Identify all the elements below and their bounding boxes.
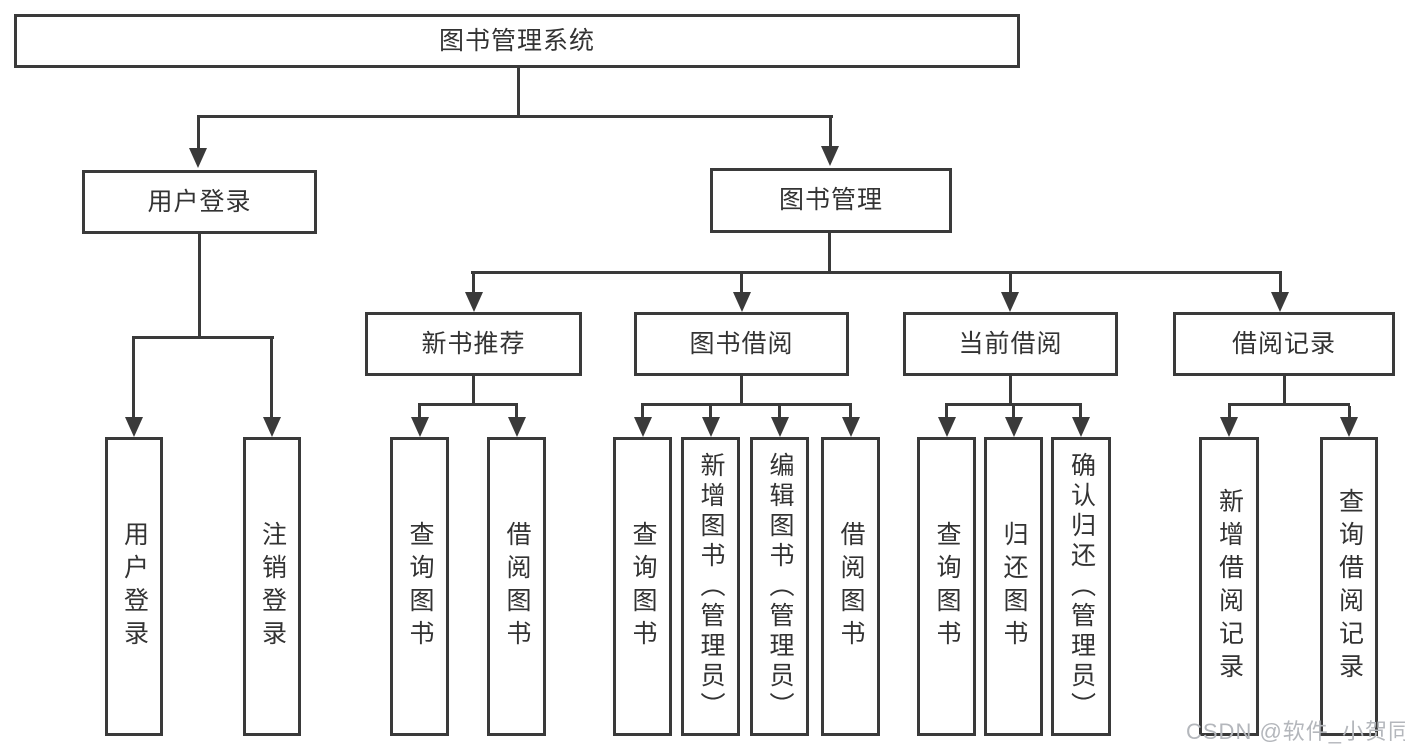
connector-records-child1: [1228, 406, 1231, 419]
arrowhead-borrowing-child2-icon: [702, 417, 720, 437]
node-user-login-label: 用户登录: [147, 187, 252, 216]
connector-recommend-child2: [515, 406, 518, 419]
connector-book-management-down: [828, 233, 831, 274]
arrowhead-to-book-management-icon: [821, 146, 839, 166]
arrowhead-to-new-book-recommend-icon: [465, 292, 483, 312]
connector-current-branch: [945, 403, 1082, 406]
leaf-user-login-label: 用户登录: [120, 520, 149, 653]
connector-records-child2: [1348, 406, 1351, 419]
leaf-add-books-admin: 新增图书（管理员）: [681, 437, 740, 736]
node-library-system-label: 图书管理系统: [438, 26, 595, 55]
arrowhead-to-borrowing-records-icon: [1271, 292, 1289, 312]
leaf-return-books-label: 归还图书: [1000, 520, 1028, 653]
arrowhead-borrowing-child3-icon: [771, 417, 789, 437]
leaf-borrow-books-recommend-label: 借阅图书: [503, 520, 531, 653]
connector-current-child1: [945, 406, 948, 419]
leaf-query-borrow-record: 查询借阅记录: [1320, 437, 1378, 736]
arrowhead-current-child2-icon: [1005, 417, 1023, 437]
connector-user-login-down: [198, 234, 201, 339]
connector-to-leaf-user-login: [132, 336, 135, 419]
node-book-management: 图书管理: [710, 168, 952, 233]
connector-records-down: [1283, 376, 1286, 406]
node-borrowing-records-label: 借阅记录: [1231, 329, 1336, 358]
leaf-confirm-return-admin: 确认归还（管理员）: [1051, 437, 1111, 736]
arrowhead-current-child3-icon: [1072, 417, 1090, 437]
leaf-query-books-recommend-label: 查询图书: [406, 520, 434, 653]
connector-recommend-branch: [418, 403, 518, 406]
arrowhead-borrowing-child1-icon: [634, 417, 652, 437]
arrowhead-recommend-child2-icon: [508, 417, 526, 437]
leaf-query-books-current: 查询图书: [917, 437, 976, 736]
connector-to-borrowing-records: [1279, 274, 1282, 292]
node-new-book-recommend: 新书推荐: [365, 312, 582, 376]
node-book-borrowing: 图书借阅: [634, 312, 849, 376]
arrowhead-current-child1-icon: [938, 417, 956, 437]
leaf-edit-books-admin: 编辑图书（管理员）: [750, 437, 809, 736]
arrowhead-records-child1-icon: [1220, 417, 1238, 437]
leaf-edit-books-admin-label: 编辑图书（管理员）: [766, 451, 794, 722]
connector-to-new-book-recommend: [472, 274, 475, 292]
node-current-borrowing-label: 当前借阅: [958, 329, 1063, 358]
leaf-query-books-borrowing-label: 查询图书: [629, 520, 657, 653]
connector-borrowing-down: [740, 376, 743, 406]
connector-recommend-down: [472, 376, 475, 406]
arrowhead-to-book-borrowing-icon: [733, 292, 751, 312]
connector-borrowing-child1: [641, 406, 644, 419]
connector-recommend-child1: [418, 406, 421, 419]
connector-current-child2: [1012, 406, 1015, 419]
connector-book-management-branch: [471, 271, 1282, 274]
leaf-borrow-books-recommend: 借阅图书: [487, 437, 546, 736]
connector-to-leaf-logout: [270, 336, 273, 419]
connector-borrowing-child3: [778, 406, 781, 419]
leaf-return-books: 归还图书: [984, 437, 1043, 736]
leaf-borrow-books-label: 借阅图书: [837, 520, 865, 653]
connector-to-book-borrowing: [740, 274, 743, 292]
connector-to-current-borrowing: [1009, 274, 1012, 292]
leaf-query-books-borrowing: 查询图书: [613, 437, 672, 736]
node-borrowing-records: 借阅记录: [1173, 312, 1395, 376]
connector-to-user-login: [197, 115, 200, 150]
arrowhead-to-current-borrowing-icon: [1001, 292, 1019, 312]
node-user-login: 用户登录: [82, 170, 317, 234]
arrowhead-records-child2-icon: [1340, 417, 1358, 437]
leaf-add-borrow-record: 新增借阅记录: [1199, 437, 1259, 736]
arrowhead-to-leaf-user-login-icon: [125, 417, 143, 437]
node-new-book-recommend-label: 新书推荐: [421, 329, 526, 358]
leaf-add-borrow-record-label: 新增借阅记录: [1215, 487, 1244, 686]
leaf-confirm-return-admin-label: 确认归还（管理员）: [1067, 451, 1096, 722]
connector-current-child3: [1079, 406, 1082, 419]
connector-to-book-management: [829, 115, 832, 148]
node-book-borrowing-label: 图书借阅: [689, 329, 794, 358]
connector-root-down: [517, 68, 520, 118]
leaf-query-books-current-label: 查询图书: [933, 520, 961, 653]
connector-user-login-branch: [132, 336, 274, 339]
leaf-logout: 注销登录: [243, 437, 301, 736]
leaf-borrow-books: 借阅图书: [821, 437, 880, 736]
leaf-logout-label: 注销登录: [258, 520, 287, 653]
arrowhead-to-user-login-icon: [189, 148, 207, 168]
arrowhead-to-leaf-logout-icon: [263, 417, 281, 437]
watermark: CSDN @软件_小贺同学: [1186, 719, 1405, 744]
arrowhead-recommend-child1-icon: [411, 417, 429, 437]
connector-borrowing-child2: [709, 406, 712, 419]
leaf-add-books-admin-label: 新增图书（管理员）: [697, 451, 725, 722]
connector-borrowing-child4: [849, 406, 852, 419]
arrowhead-borrowing-child4-icon: [842, 417, 860, 437]
leaf-user-login: 用户登录: [105, 437, 163, 736]
node-book-management-label: 图书管理: [778, 186, 883, 214]
connector-current-down: [1009, 376, 1012, 406]
connector-root-branch: [197, 115, 833, 118]
node-current-borrowing: 当前借阅: [903, 312, 1118, 376]
connector-borrowing-branch: [641, 403, 852, 406]
node-library-system: 图书管理系统: [14, 14, 1020, 68]
leaf-query-borrow-record-label: 查询借阅记录: [1335, 487, 1364, 686]
connector-records-branch: [1228, 403, 1350, 406]
leaf-query-books-recommend: 查询图书: [390, 437, 449, 736]
